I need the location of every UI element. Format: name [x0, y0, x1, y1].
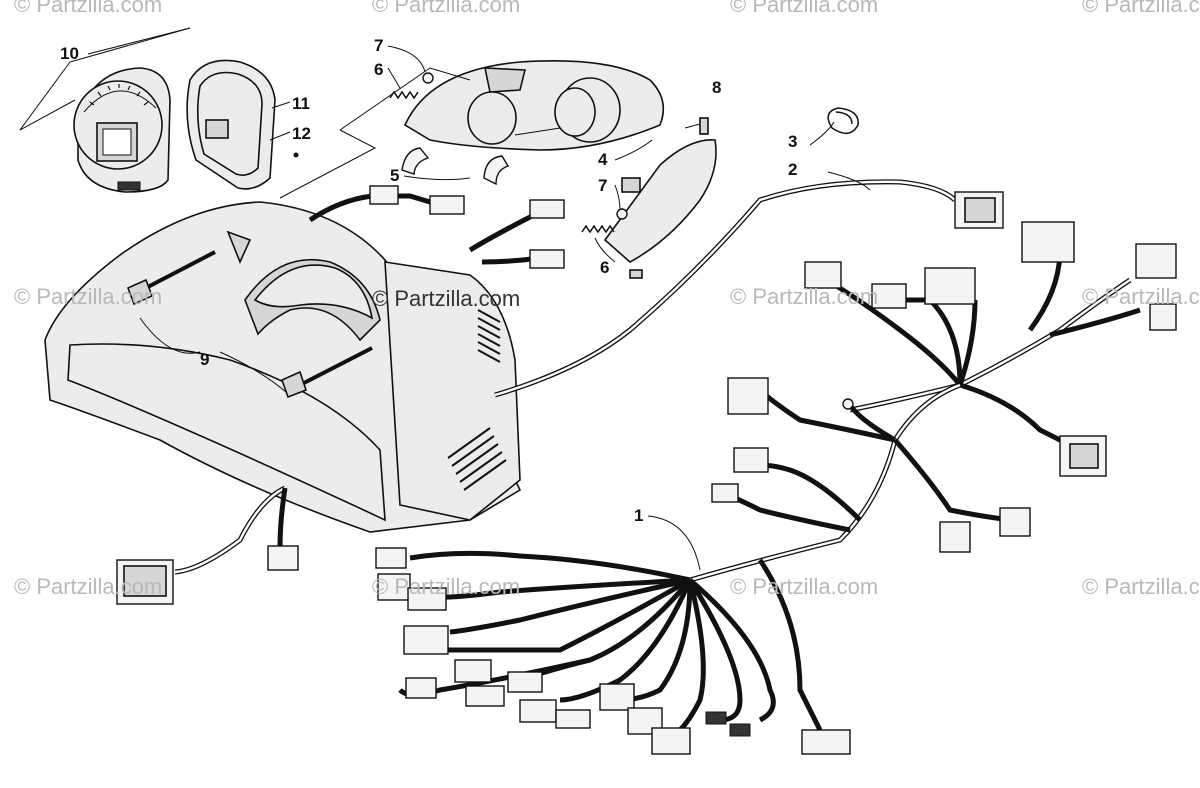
watermark-low-center: © Partzilla.com [372, 574, 521, 599]
left-connector-harness [116, 485, 299, 605]
watermark-mid-far-right: © Partzilla.com [1082, 284, 1200, 309]
callout-2: 2 [788, 160, 798, 179]
watermark-mid-left: © Partzilla.com [14, 284, 163, 309]
bolt-lower [280, 346, 373, 399]
harness-2 [494, 179, 1004, 398]
elbow-left [401, 147, 430, 175]
watermark-low-far-right: © Partzilla.com [1082, 574, 1200, 599]
gauge-connectors [308, 185, 565, 269]
callout-8: 8 [712, 78, 722, 97]
side-cover [603, 139, 717, 279]
callout-leaders [269, 45, 871, 571]
washer-lower [616, 208, 628, 220]
watermark-low-left: © Partzilla.com [14, 574, 163, 599]
callout-3: 3 [788, 132, 798, 151]
clip-ring [827, 107, 859, 134]
watermark-mid-right: © Partzilla.com [730, 284, 879, 309]
nacelle-upper [403, 60, 665, 151]
fastener [699, 117, 709, 135]
callout-7-lower: 7 [598, 176, 608, 195]
callout-12: 12 [292, 124, 311, 143]
callout-1: 1 [634, 506, 644, 525]
callout-10: 10 [60, 44, 79, 63]
gauge-cluster [73, 67, 171, 193]
bolt-upper [126, 250, 216, 306]
callout-7-upper: 7 [374, 36, 384, 55]
gauge-housing [186, 59, 299, 190]
watermark-top-center: © Partzilla.com [372, 0, 521, 17]
watermark-top-far-right: © Partzilla.com [1082, 0, 1200, 17]
callout-5: 5 [390, 166, 400, 185]
washer-upper [422, 72, 434, 84]
harness-1 [375, 377, 1031, 755]
callout-6-upper: 6 [374, 60, 384, 79]
callout-6-lower: 6 [600, 258, 610, 277]
spring-upper [389, 90, 419, 100]
callout-4: 4 [598, 150, 608, 169]
callout-11: 11 [292, 94, 310, 113]
spring-lower [581, 224, 615, 234]
elbow-right [483, 155, 510, 186]
watermark-top-left: © Partzilla.com [14, 0, 163, 17]
watermark-center: © Partzilla.com [372, 286, 521, 311]
right-harness [804, 221, 1177, 477]
callout-9: 9 [200, 350, 210, 369]
watermark-low-right: © Partzilla.com [730, 574, 879, 599]
watermark-top-right: © Partzilla.com [730, 0, 879, 17]
hood-housing [44, 201, 522, 533]
